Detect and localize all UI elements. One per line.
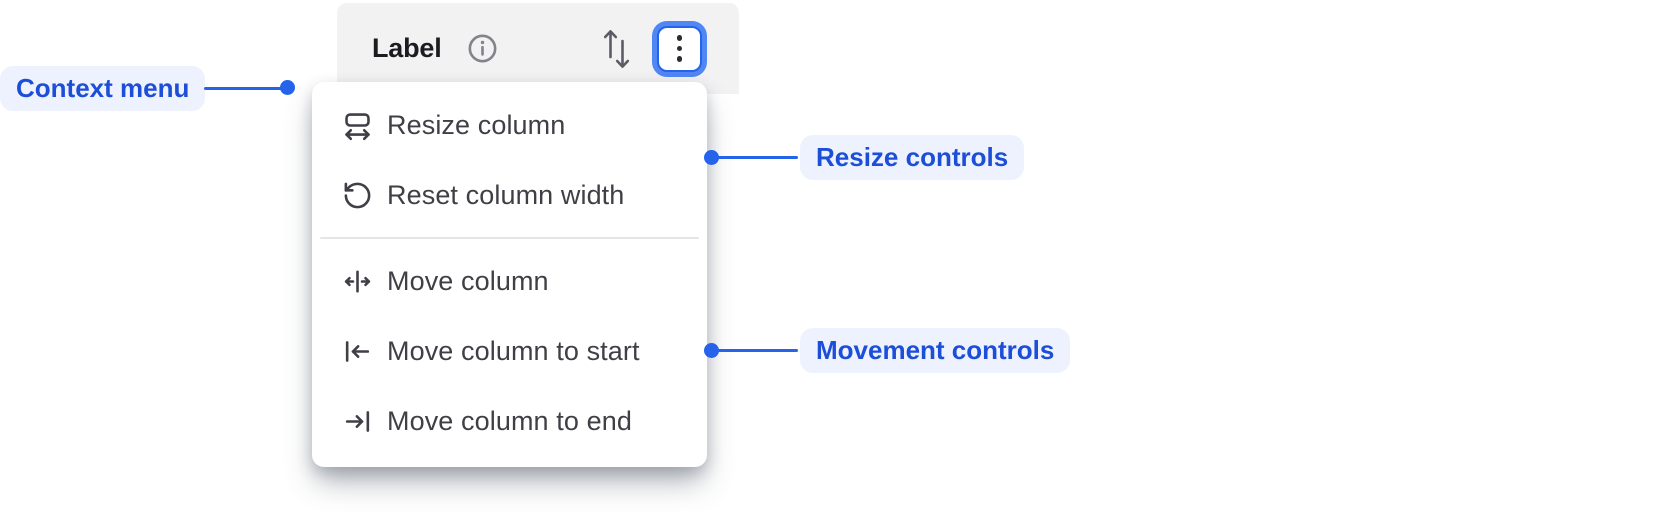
menu-item-move-column-to-start[interactable]: Move column to start [312,316,707,386]
annotation-text: Movement controls [816,335,1055,365]
sort-arrows-icon[interactable] [603,28,630,70]
menu-item-label: Reset column width [387,179,625,210]
column-menu-button[interactable] [657,25,702,72]
menu-item-reset-column-width[interactable]: Reset column width [312,160,707,230]
annotation-label-resize-controls: Resize controls [800,135,1025,180]
annotation-text: Resize controls [816,142,1009,172]
move-column-to-end-icon [340,406,374,437]
column-header: Label [337,3,739,94]
info-icon[interactable] [466,32,499,65]
move-column-icon [340,266,374,297]
column-header-label: Label [372,33,442,63]
menu-item-resize-column[interactable]: Resize column [312,90,707,160]
menu-item-label: Move column [387,265,549,296]
annotation-connector [711,349,798,352]
annotation-connector [204,87,284,90]
kebab-menu-icon [676,35,683,62]
annotation-label-movement-controls: Movement controls [800,328,1071,373]
annotation-dot [280,80,295,95]
annotation-connector [711,156,798,159]
menu-item-move-column[interactable]: Move column [312,246,707,316]
annotation-label-context-menu: Context menu [0,66,206,111]
move-column-to-start-icon [340,336,374,367]
menu-item-move-column-to-end[interactable]: Move column to end [312,386,707,456]
menu-item-label: Move column to start [387,335,640,366]
menu-divider [320,237,699,239]
menu-item-label: Move column to end [387,405,632,436]
menu-item-label: Resize column [387,109,566,140]
annotation-text: Context menu [16,73,190,103]
column-context-menu: Resize column Reset column width [312,82,707,467]
resize-column-icon [340,110,374,141]
reset-column-width-icon [340,180,374,211]
